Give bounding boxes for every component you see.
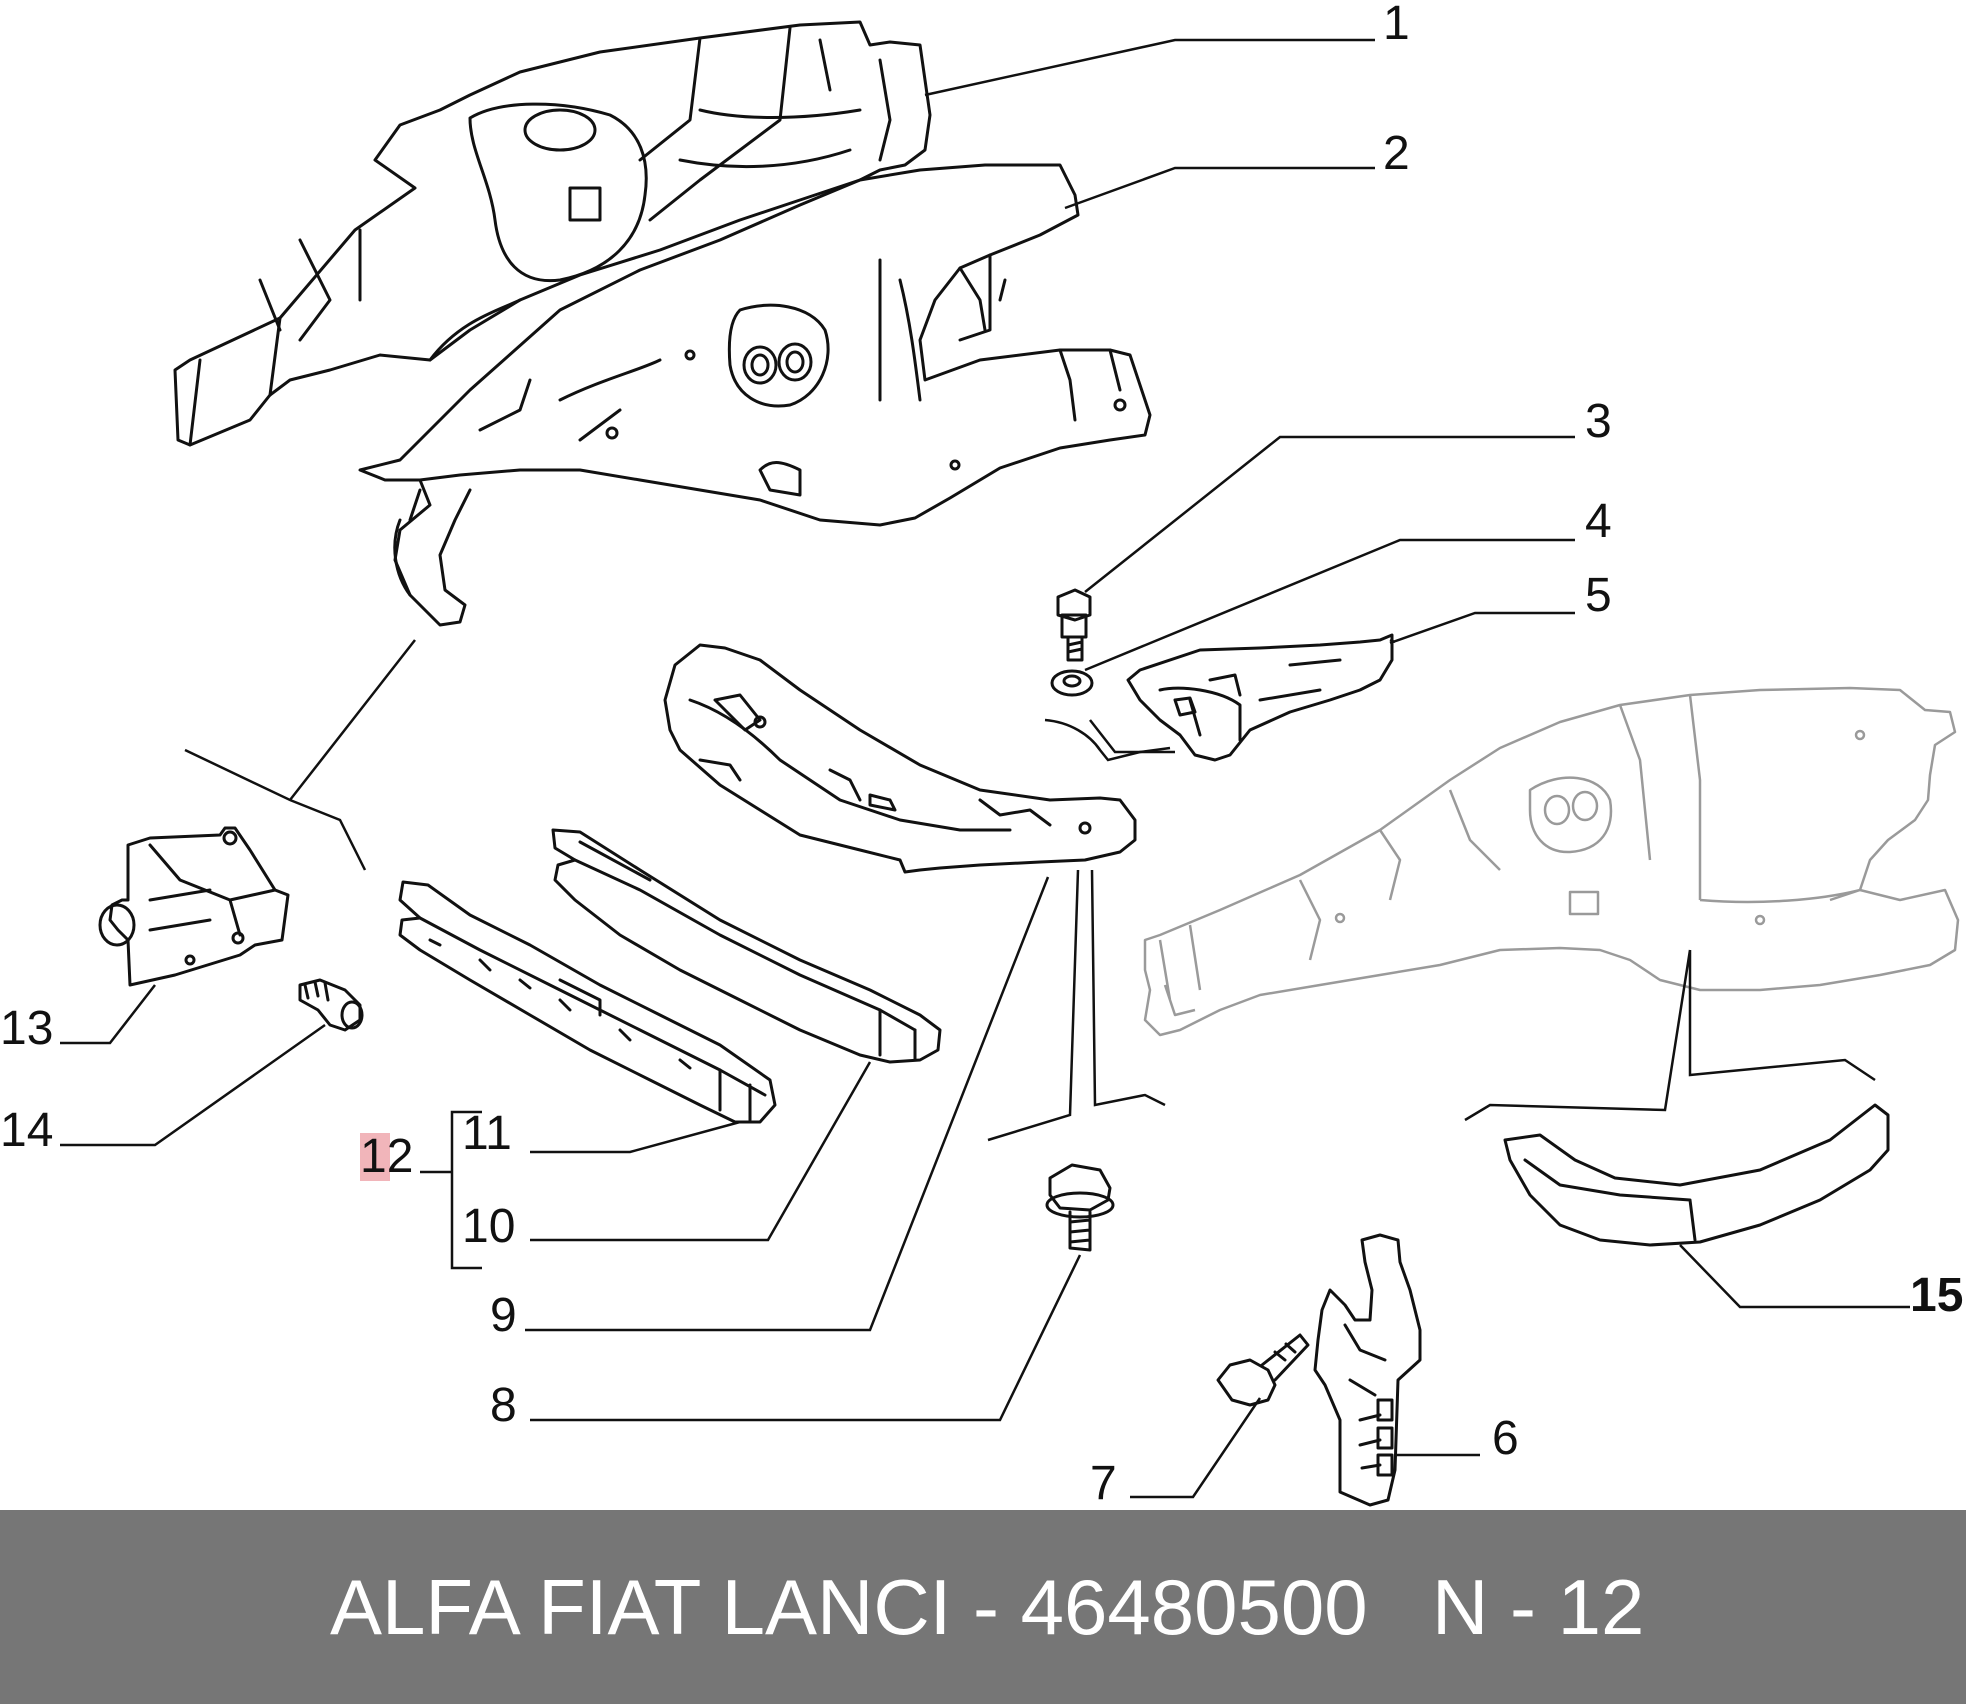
- page-reference-text: N - 12: [1432, 1563, 1645, 1651]
- leader-lines: [60, 38, 1910, 1499]
- callout-11: 11: [462, 1107, 512, 1160]
- reference-assembly-ghost: [1143, 686, 1960, 1037]
- parts-diagram: [60, 20, 1960, 1507]
- part-14-bolt: [298, 978, 364, 1032]
- callout-6: 6: [1492, 1412, 1519, 1465]
- callout-10: 10: [462, 1200, 516, 1253]
- part-1-wheelhouse-panel: [173, 20, 932, 447]
- callout-5: 5: [1585, 569, 1612, 622]
- callout-8: 8: [490, 1379, 517, 1432]
- footer-bar: ALFA FIAT LANCI - 46480500 N - 12: [0, 1510, 1966, 1704]
- callout-9: 9: [490, 1289, 517, 1342]
- part-7-angled-bolt: [1216, 1333, 1310, 1407]
- callout-13: 13: [0, 1002, 54, 1055]
- callout-1: 1: [1383, 0, 1410, 50]
- callout-12: 12: [360, 1130, 414, 1183]
- part-15-curved-strip: [1503, 1103, 1890, 1247]
- part-3-bolt: [1056, 588, 1092, 662]
- part-number-text: ALFA FIAT LANCI - 46480500: [330, 1563, 1368, 1651]
- part-11-lower-beam: [398, 880, 777, 1124]
- part-4-washer: [1050, 669, 1094, 697]
- callout-7: 7: [1090, 1457, 1117, 1510]
- callout-3: 3: [1585, 395, 1612, 448]
- part-9-crossmember: [663, 643, 1137, 874]
- callout-14: 14: [0, 1104, 54, 1157]
- part-6-support-bracket: [1313, 1233, 1422, 1507]
- part-2-side-member: [358, 163, 1152, 627]
- part-8-flange-bolt: [1045, 1163, 1115, 1252]
- callout-4: 4: [1585, 495, 1612, 548]
- part-5-bracket: [1126, 633, 1394, 762]
- part-10-reinforcement-bar: [551, 828, 942, 1064]
- callout-2: 2: [1383, 127, 1410, 180]
- part-13-mount-bracket: [98, 826, 290, 987]
- callout-15: 15: [1910, 1269, 1964, 1322]
